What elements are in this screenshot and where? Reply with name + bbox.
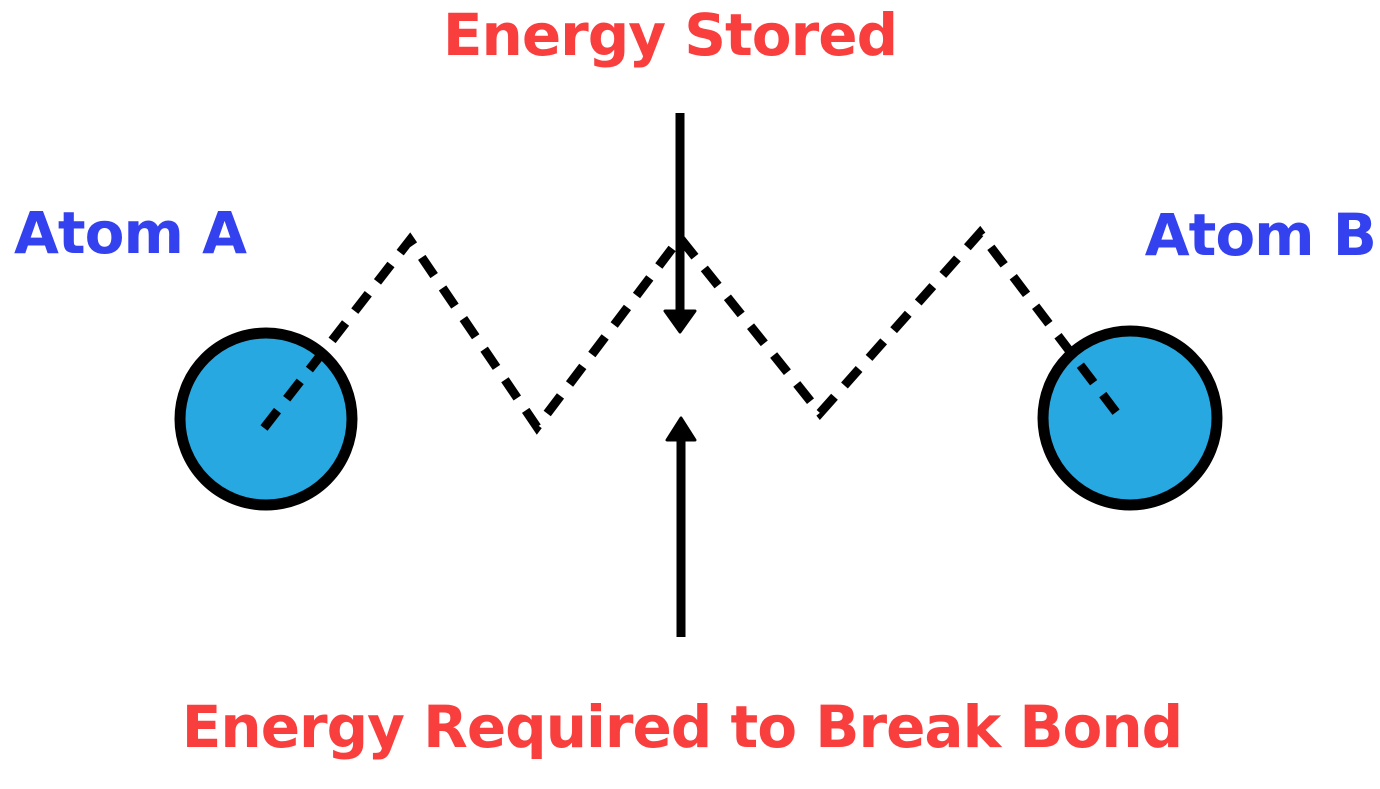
energy-required-label: Energy Required to Break Bond [181,693,1183,761]
energy-required-up-arrow-icon [665,416,697,637]
atom-b-label: Atom B [1144,201,1377,269]
atom-b-circle [1037,325,1223,511]
atom-a-label: Atom A [14,199,247,267]
energy-stored-down-arrow-icon [663,113,697,334]
bond-spring-zigzag [260,225,1126,435]
energy-stored-label: Energy Stored [442,1,898,69]
